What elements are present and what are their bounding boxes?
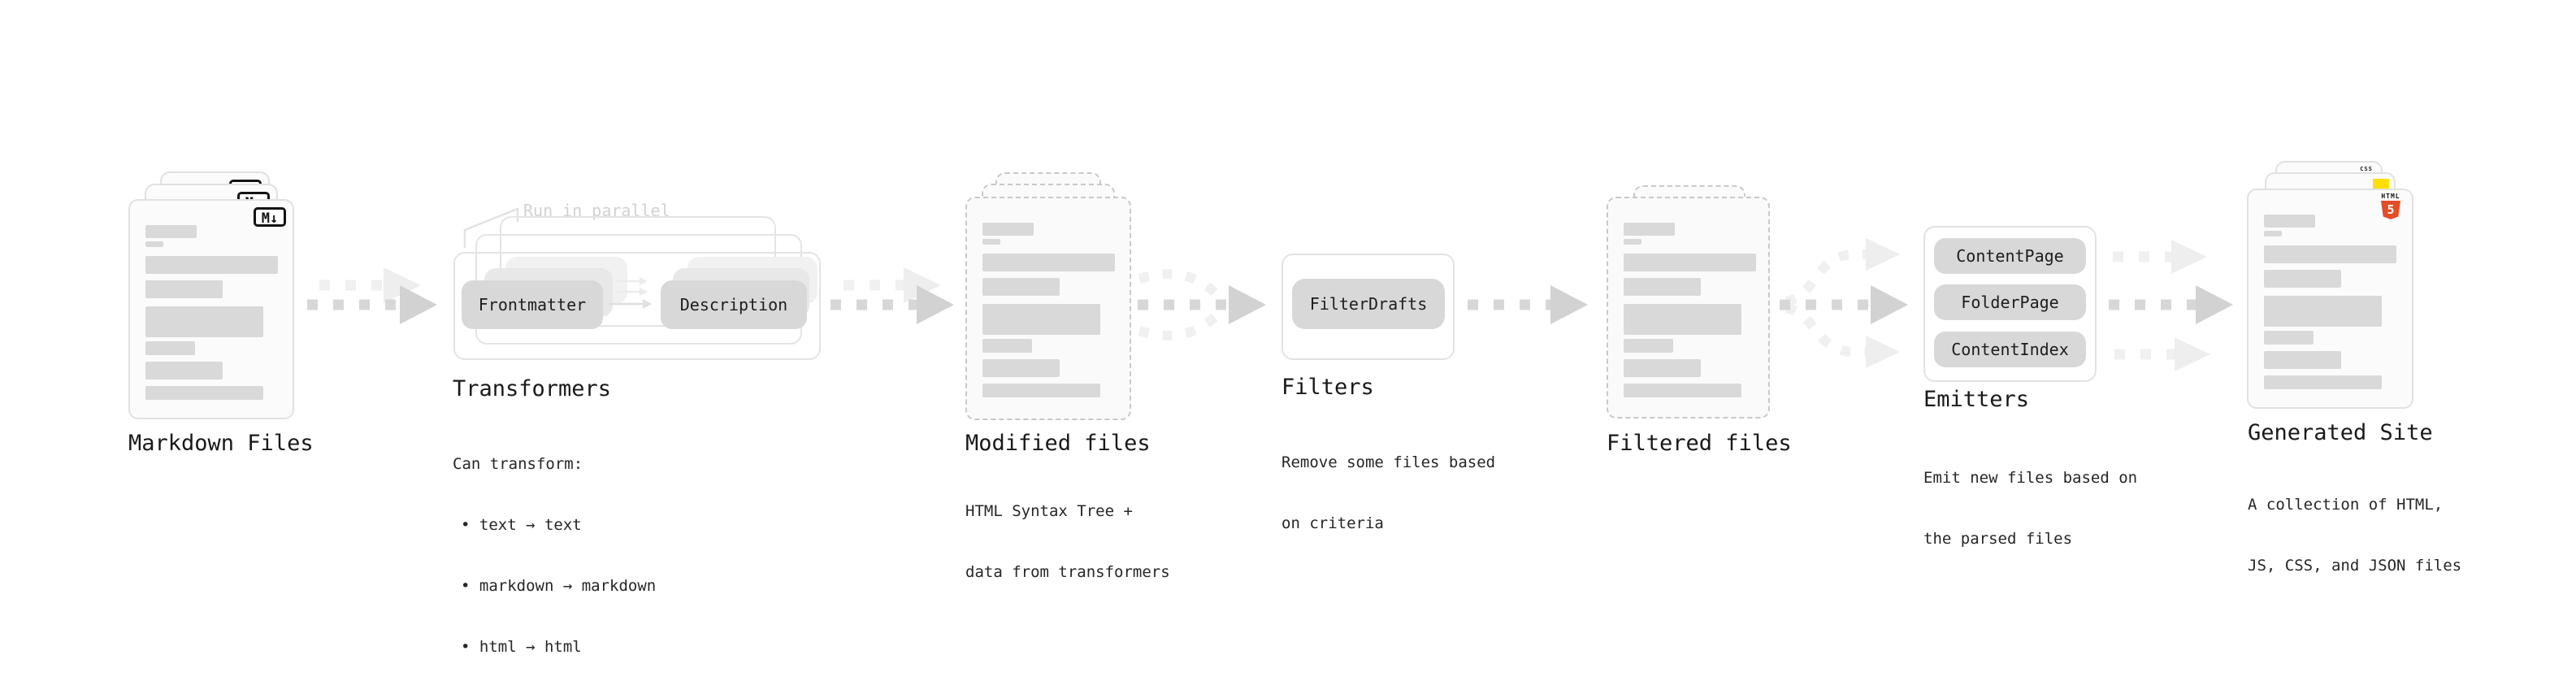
modified-files-caption: HTML Syntax Tree + data from transformer… bbox=[965, 461, 1170, 623]
markdown-file-card-front: M↓ bbox=[128, 199, 294, 419]
contentindex-pill: ContentIndex bbox=[1934, 332, 2086, 367]
description-pill: Description bbox=[661, 280, 807, 329]
placeholder-text-bar bbox=[982, 278, 1060, 296]
placeholder-text-bar bbox=[145, 306, 263, 337]
site-file-card-html: HTML 5 bbox=[2247, 189, 2413, 409]
placeholder-text-bar bbox=[145, 341, 195, 355]
html5-icon-word: HTML bbox=[2381, 193, 2400, 200]
caption-line: data from transformers bbox=[965, 563, 1170, 581]
placeholder-text-bar bbox=[1624, 278, 1701, 296]
placeholder-text-bar bbox=[982, 304, 1100, 335]
placeholder-text-bar bbox=[145, 386, 263, 400]
placeholder-text-bar bbox=[145, 225, 197, 238]
placeholder-text-bar bbox=[982, 359, 1060, 377]
modified-files-title: Modified files bbox=[965, 431, 1151, 456]
emitters-caption: Emit new files based on the parsed files bbox=[1923, 427, 2137, 590]
modified-file-card-front bbox=[965, 197, 1131, 420]
transformers-caption: Can transform: • text → text • markdown … bbox=[453, 414, 656, 681]
placeholder-text-bar bbox=[145, 362, 223, 380]
placeholder-text-bar bbox=[1624, 304, 1741, 335]
placeholder-text-bar bbox=[1624, 239, 1641, 245]
transformer-layer-box-front bbox=[453, 252, 821, 360]
html5-icon-shield: 5 bbox=[2381, 201, 2400, 219]
placeholder-text-bar bbox=[2264, 331, 2314, 345]
placeholder-text-bar bbox=[2264, 270, 2341, 288]
placeholder-text-bar bbox=[982, 239, 1000, 245]
placeholder-text-bar bbox=[982, 384, 1100, 397]
placeholder-text-bar bbox=[145, 241, 163, 247]
markdown-files-title: Markdown Files bbox=[128, 431, 314, 456]
transform-bullet: • text → text bbox=[461, 516, 582, 534]
caption-line: the parsed files bbox=[1923, 530, 2073, 548]
transformers-title: Transformers bbox=[453, 376, 612, 401]
placeholder-text-bar bbox=[1624, 384, 1741, 397]
html5-icon: HTML 5 bbox=[2379, 193, 2402, 219]
placeholder-text-bar bbox=[2264, 296, 2382, 327]
caption-line: HTML Syntax Tree + bbox=[965, 502, 1133, 520]
filters-caption: Remove some files based on criteria bbox=[1281, 412, 1495, 575]
placeholder-text-bar bbox=[2264, 231, 2282, 236]
placeholder-text-bar bbox=[982, 339, 1032, 353]
filterdrafts-pill: FilterDrafts bbox=[1292, 279, 1445, 329]
placeholder-text-bar bbox=[1624, 339, 1673, 353]
caption-line: JS, CSS, and JSON files bbox=[2248, 557, 2462, 575]
placeholder-text-bar bbox=[982, 223, 1034, 236]
caption-line: Remove some files based bbox=[1281, 453, 1496, 471]
generated-site-caption: A collection of HTML, JS, CSS, and JSON … bbox=[2248, 454, 2461, 617]
transform-bullet: • markdown → markdown bbox=[461, 577, 657, 595]
placeholder-text-bar bbox=[2264, 245, 2396, 263]
arrow-markdown-to-transformers bbox=[307, 267, 437, 324]
placeholder-text-bar bbox=[2264, 375, 2382, 389]
placeholder-text-bar bbox=[1624, 223, 1675, 236]
placeholder-text-bar bbox=[145, 280, 223, 298]
placeholder-text-bar bbox=[1624, 254, 1756, 271]
caption-line: A collection of HTML, bbox=[2248, 496, 2444, 514]
markdown-icon: M↓ bbox=[254, 207, 286, 227]
arrow-filters-to-filtered bbox=[1468, 285, 1588, 324]
arrow-transformers-to-modified bbox=[830, 267, 954, 324]
arrow-modified-to-filters bbox=[1138, 269, 1266, 340]
filtered-file-card-front bbox=[1607, 197, 1770, 419]
transformers-caption-heading: Can transform: bbox=[453, 455, 583, 473]
contentpage-pill: ContentPage bbox=[1934, 238, 2086, 274]
placeholder-text-bar bbox=[982, 254, 1115, 271]
caption-line: on criteria bbox=[1281, 514, 1384, 532]
caption-line: Emit new files based on bbox=[1923, 469, 2138, 487]
placeholder-text-bar bbox=[2264, 215, 2315, 228]
filters-title: Filters bbox=[1281, 375, 1374, 400]
arrow-filtered-to-emitters bbox=[1780, 238, 1908, 368]
generated-site-title: Generated Site bbox=[2248, 420, 2433, 445]
placeholder-text-bar bbox=[145, 256, 278, 274]
css-icon-word: CSS bbox=[2360, 166, 2373, 172]
emitters-title: Emitters bbox=[1923, 387, 2030, 412]
arrow-emitters-to-site bbox=[2109, 240, 2233, 371]
folderpage-pill: FolderPage bbox=[1934, 284, 2086, 320]
transform-bullet: • html → html bbox=[461, 638, 582, 656]
frontmatter-pill: Frontmatter bbox=[462, 280, 603, 329]
js-icon bbox=[2373, 179, 2389, 189]
filtered-files-title: Filtered files bbox=[1607, 431, 1792, 456]
placeholder-text-bar bbox=[1624, 359, 1701, 377]
placeholder-text-bar bbox=[2264, 351, 2341, 369]
